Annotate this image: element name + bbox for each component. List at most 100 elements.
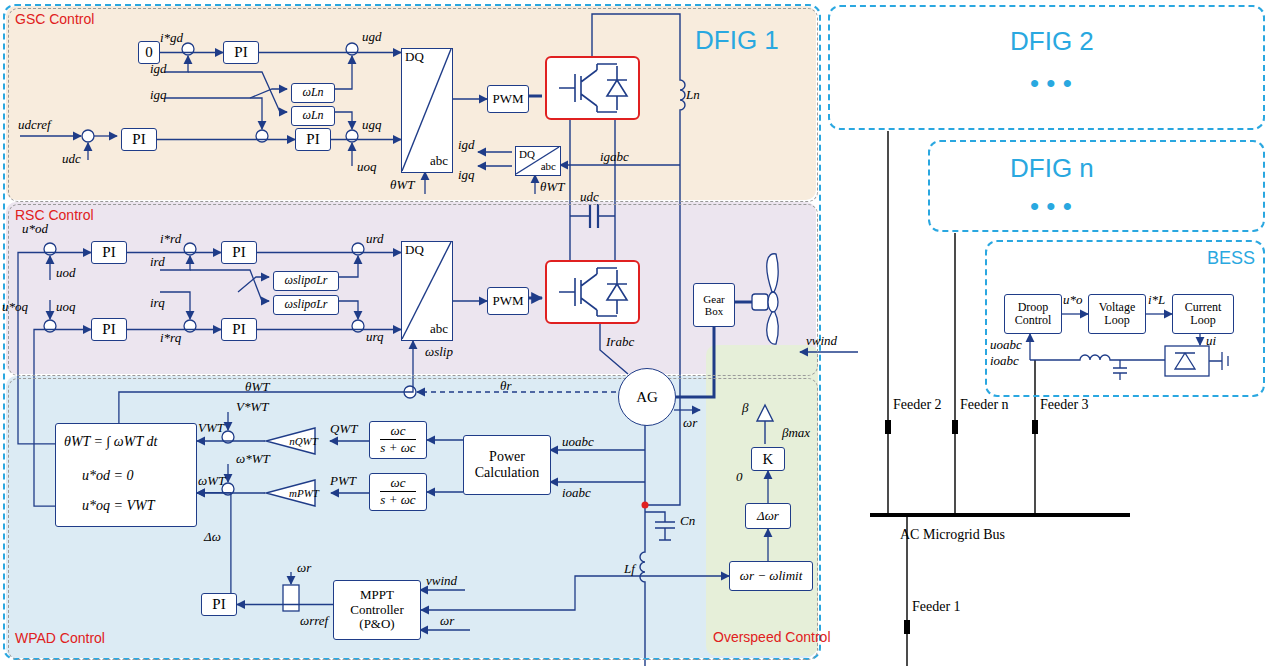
connector [427,439,463,440]
power-wire [570,120,615,260]
process-box: PI [221,241,257,264]
text: Voltage Loop [1089,301,1145,328]
panel-fill [6,202,816,374]
signal-wire [94,135,117,136]
text: DFIG 2 [1010,27,1094,56]
process-box: MPPT Controller (P&O) [333,580,421,640]
control-panel: RSC ControlPIPIωslipσLrωslipσLrPIPIDQabc… [8,204,818,376]
signal-wire [49,300,50,319]
signal-wire [550,449,645,450]
text: PI [132,131,145,148]
signal-wire [332,56,352,89]
connector [330,440,369,441]
connector [767,529,768,561]
text: ωslipσLr [284,298,327,311]
signal-wire [188,72,287,112]
diagonal-line [516,147,559,174]
text: BESS [1207,248,1255,268]
microgrid [885,420,891,434]
signal-wire [227,412,228,430]
process-box: ωr − ωlimit [729,561,813,591]
text: mPWT [277,487,319,499]
signal-label: β [742,401,748,414]
wind-turbine [768,292,778,312]
signal-label: igd [458,138,475,151]
signal-label: i*gd [160,31,183,44]
signal-wire [1029,334,1030,360]
signal-label: ωr [297,561,311,574]
sum-junction [283,585,299,611]
bess-circuit [1165,346,1209,376]
signal-label: urd [366,232,384,245]
text: PI [212,596,225,613]
transform-box: DQabc [401,48,453,173]
signal-wire [560,164,680,165]
system-region: DFIG 2 • • • [828,5,1265,130]
text: nQWT [277,435,318,447]
signal-label: βmax [782,426,810,439]
signal-label: i*rq [160,331,181,344]
panel-fill [706,345,818,656]
text: PI [234,44,247,61]
power-wire [757,405,773,421]
signal-label: vwind [426,574,457,587]
signal-label: ωrref [300,614,328,627]
signal-wire [351,143,352,166]
generator-circle: AG [618,368,676,426]
wind-turbine [767,310,778,344]
text: WPAD Control [15,631,105,647]
signal-label: ugd [362,30,382,43]
process-box: PI [91,241,127,264]
text: Δωr [757,509,779,524]
signal-label: Cn [680,514,695,527]
power-wire [764,421,765,444]
connector [197,493,231,593]
signal-label: ωslip [425,345,453,358]
text: GSC Control [15,12,94,28]
text: ωr − ωlimit [740,569,803,584]
panel-fill [6,6,816,200]
signal-wire [424,172,425,194]
signal-label: θWT [390,178,414,191]
signal-label: Lf [624,562,635,575]
signal-label: igabc [600,150,629,163]
signal-label: ωWT [198,474,225,487]
power-wire [640,424,645,666]
text: u*od = 0 [82,468,133,484]
signal-label: Feeder 1 [912,600,961,614]
text: u*oq = VWT [82,498,154,514]
signal-label: i*L [1148,293,1165,306]
wind-turbine [752,254,778,344]
signal-wire [534,175,535,194]
connector [676,327,714,397]
connector [127,329,221,330]
connector [767,471,768,503]
signal-wire [290,572,291,584]
system-region: DFIG n• • • [928,140,1265,232]
signal-wire [20,56,1200,630]
microgrid [1032,420,1038,434]
signal-label: u*oq [2,300,28,313]
signal-wire [420,629,470,630]
connector [453,300,487,301]
text: • • • [1030,192,1072,221]
process-box: PI [201,593,237,616]
sum-junction [346,130,358,142]
sum-junction [352,243,364,255]
text: • • • [1030,69,1072,98]
text: MPPT Controller (P&O) [334,588,420,632]
signal-label: ugq [362,118,382,131]
signal-label: ioabc [990,354,1019,367]
text: PI [232,321,245,338]
process-box: PI [121,128,157,151]
connector [331,139,401,140]
process-box: PI [91,318,127,341]
signal-label: Feeder n [960,398,1009,412]
signal-wire [238,277,269,292]
power-wire [600,324,628,374]
signal-wire [87,143,88,160]
text: abc [541,160,556,172]
signal-label: θWT [540,180,564,193]
power-wire [592,14,685,505]
